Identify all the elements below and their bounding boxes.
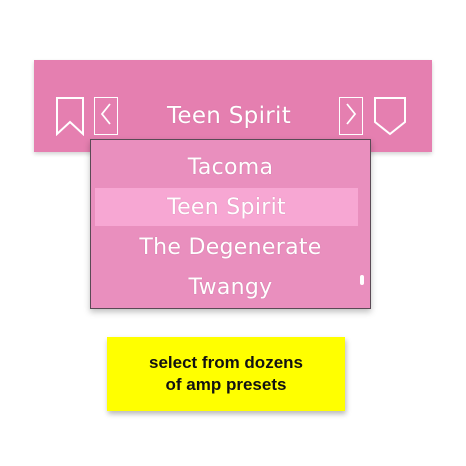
- dropdown-item-twangy[interactable]: Twangy: [188, 274, 273, 300]
- dropdown-item-tacoma[interactable]: Tacoma: [187, 154, 274, 180]
- bookmark-icon[interactable]: [55, 96, 85, 136]
- dropdown-item-teen-spirit[interactable]: Teen Spirit: [95, 188, 358, 226]
- previous-preset-button[interactable]: [94, 97, 118, 135]
- annotation-note: select from dozens of amp presets: [107, 337, 345, 411]
- current-preset-name[interactable]: Teen Spirit: [166, 103, 292, 129]
- chevron-right-icon: [345, 102, 357, 130]
- dropdown-scrollbar-thumb[interactable]: [360, 275, 364, 285]
- chevron-left-icon: [100, 102, 112, 130]
- preset-bar: [34, 60, 432, 152]
- save-shield-icon[interactable]: [373, 96, 407, 136]
- note-line-1: select from dozens: [149, 353, 303, 372]
- note-line-2: of amp presets: [165, 375, 287, 394]
- dropdown-item-the-degenerate[interactable]: The Degenerate: [139, 234, 322, 260]
- preset-dropdown: Tacoma Teen Spirit The Degenerate Twangy: [90, 139, 371, 309]
- next-preset-button[interactable]: [339, 97, 363, 135]
